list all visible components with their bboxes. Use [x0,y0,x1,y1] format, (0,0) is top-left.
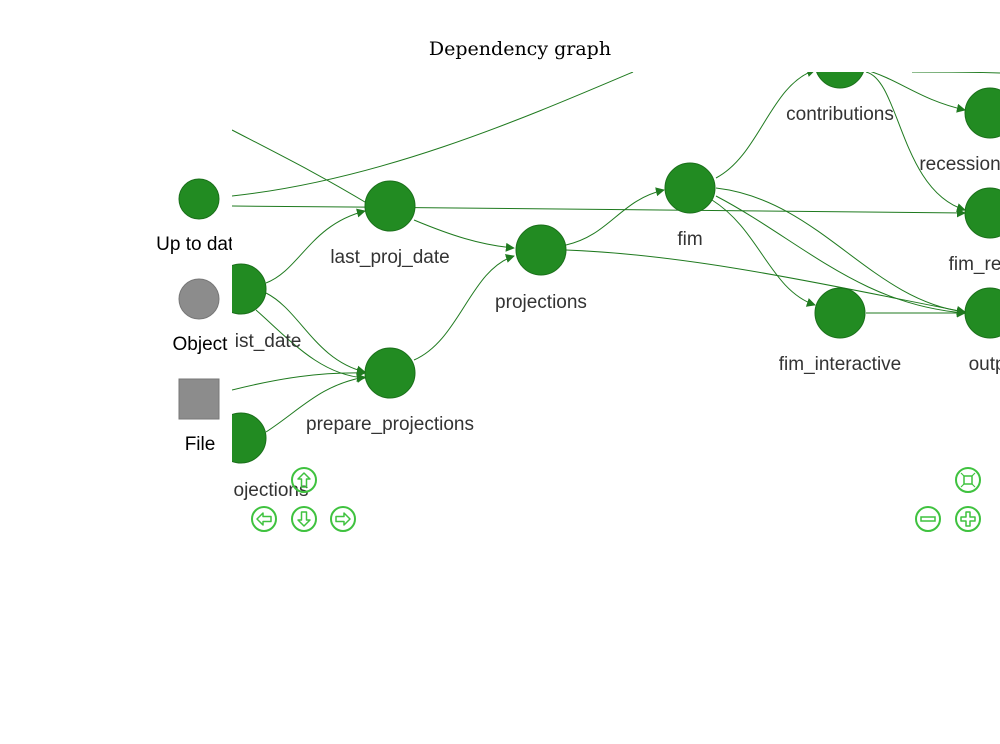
edge-fim-to-contributions [715,72,816,179]
fit-button[interactable] [955,467,981,493]
arrow-left-icon [256,512,272,526]
legend-up-to-date-label: Up to date [156,234,232,255]
legend-object-swatch [178,278,220,320]
legend-shapes [178,178,220,420]
edge-ojections-to-prepare-projections [265,373,366,433]
edge-offscreen-to-fim-re [232,205,966,218]
label-fim: fim [677,229,702,250]
legend-file-label: File [184,434,216,455]
node-projections[interactable] [515,224,567,276]
edge-last-proj-date-to-projections [413,219,515,252]
diagram-title: Dependency graph [428,38,612,60]
edge-fim-to-output-a [715,187,966,316]
node-fim[interactable] [664,162,716,214]
edge-projections-to-fim [565,187,665,246]
arrow-right-button[interactable] [330,506,356,532]
label-output: output [969,354,1000,375]
arrow-right-icon [335,512,351,526]
edge-contributions-to-fim-re [865,72,966,212]
edge-ist-date-to-last-proj-date [265,208,366,284]
label-projections: projections [495,292,587,313]
edge-contributions-to-recession [870,72,966,113]
edge-ist-date-to-prepare-projections-a [265,292,366,375]
edge-fim-to-output-b [715,195,966,317]
edge-offscreen-curve-top [232,72,634,197]
node-prepare-projections[interactable] [364,347,416,399]
fit-icon [960,472,976,488]
node-output[interactable] [964,287,1000,339]
arrow-left-button[interactable] [251,506,277,532]
label-fim-interactive: fim_interactive [779,354,902,375]
legend-file-swatch [178,378,220,420]
node-fim-interactive[interactable] [814,287,866,339]
edge-offscreen-top-right [911,72,1000,74]
legend-up-to-date-swatch [178,178,220,220]
label-recession: recession [919,154,1000,175]
node-contributions[interactable] [815,38,865,89]
node-last-proj-date[interactable] [364,180,416,232]
arrow-down-icon [297,511,311,527]
node-fim-re[interactable] [964,187,1000,239]
edge-projections-to-output [565,249,966,315]
label-contributions: contributions [786,104,894,125]
arrow-up-button[interactable] [291,467,317,493]
edge-fim-to-fim-interactive [711,199,816,307]
node-recession[interactable] [964,87,1000,139]
node-layer [216,38,1000,464]
arrow-down-button[interactable] [291,506,317,532]
label-layer: ist_date ojections last_proj_date prepar… [234,104,1000,501]
node-ojections[interactable] [216,412,267,464]
arrow-up-icon [297,472,311,488]
edge-offscreen-to-last-proj-date [232,129,371,206]
zoom-out-button[interactable] [915,506,941,532]
legend: Up to date Object File [140,160,232,480]
legend-object-label: Object [172,334,228,355]
label-ist-date: ist_date [235,331,302,352]
zoom-out-icon [920,516,936,522]
label-last-proj-date: last_proj_date [330,247,449,268]
zoom-in-icon [960,511,976,527]
node-ist-date[interactable] [216,263,267,315]
edge-ist-date-to-prepare-projections-b [255,309,366,382]
edge-prepare-projections-to-projections [413,254,515,361]
edge-offscreen-to-prepare-projections [232,368,366,391]
label-ojections: ojections [234,480,309,501]
label-prepare-projections: prepare_projections [306,414,474,435]
edge-layer [232,72,1000,433]
label-fim-re: fim_re [949,254,1000,275]
zoom-in-button[interactable] [955,506,981,532]
